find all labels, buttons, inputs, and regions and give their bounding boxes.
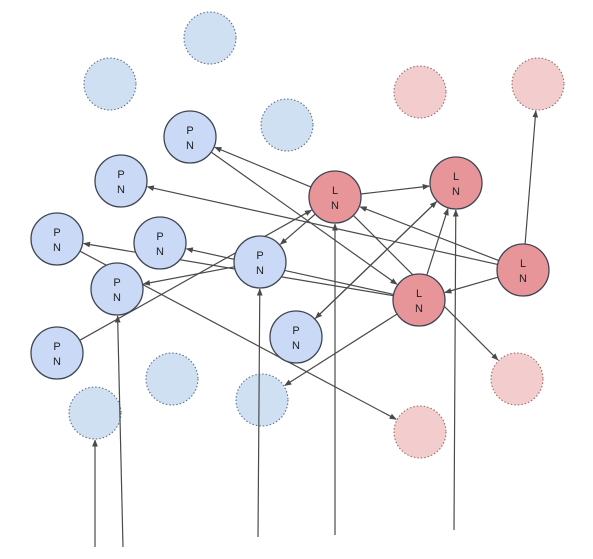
connection-arrow-21	[256, 288, 263, 538]
pn-node-4	[133, 216, 187, 270]
pn-node-7-label-1: P	[292, 325, 299, 337]
ln-node-4	[392, 273, 446, 327]
ghost-blue-node-3	[260, 98, 314, 152]
pn-node-1-label-1: P	[186, 125, 193, 137]
ghost-red-node-2	[511, 57, 565, 111]
pn-node-3-label-2: N	[53, 242, 61, 254]
pn-node-1	[163, 110, 217, 164]
pn-node-2	[94, 154, 148, 208]
connection-arrow-7	[146, 185, 498, 265]
pn-node-7	[269, 310, 323, 364]
pn-node-8-label-1: P	[53, 341, 60, 353]
pn-node-1-label-2: N	[186, 140, 194, 152]
pn-node-3	[30, 212, 84, 266]
pn-node-3-label-1: P	[53, 227, 60, 239]
pn-node-7-label-2: N	[292, 340, 300, 352]
ln-node-3-label-2: N	[519, 273, 527, 285]
ln-node-1	[308, 170, 362, 224]
pn-node-2-label-2: N	[117, 184, 125, 196]
pn-node-8	[30, 326, 84, 380]
ln-node-2-label-1: L	[453, 171, 459, 183]
ln-node-3-label-1: L	[520, 258, 526, 270]
connection-arrow-5	[210, 151, 398, 285]
connection-arrow-6	[359, 206, 500, 262]
pn-node-4-label-2: N	[156, 246, 164, 258]
ln-node-2	[429, 156, 483, 210]
ln-node-4-label-1: L	[416, 288, 422, 300]
connection-arrow-9	[444, 276, 499, 294]
connection-arrow-2	[360, 183, 430, 195]
pn-node-4-label-1: P	[156, 231, 163, 243]
edge-layer	[79, 110, 539, 548]
pn-node-6-label-2: N	[256, 265, 264, 277]
connection-arrow-8	[524, 110, 539, 245]
ln-node-2-label-2: N	[452, 186, 460, 198]
pn-node-5	[90, 262, 144, 316]
ghost-red-node-1	[393, 65, 447, 119]
pn-node-5-label-1: P	[113, 277, 120, 289]
connection-arrow-23	[452, 209, 459, 531]
connection-arrow-1	[214, 146, 312, 188]
connection-arrow-12	[426, 208, 449, 276]
connection-arrow-13	[284, 313, 398, 387]
ghost-red-node-3	[490, 352, 544, 406]
ln-node-3	[496, 243, 550, 297]
ghost-blue-node-6	[235, 373, 289, 427]
ln-node-1-label-1: L	[332, 185, 338, 197]
ghost-node-layer	[68, 11, 565, 459]
ghost-blue-node-2	[83, 57, 137, 111]
ln-node-4-label-2: N	[415, 303, 423, 315]
pn-node-8-label-2: N	[53, 356, 61, 368]
pn-node-2-label-1: P	[117, 169, 124, 181]
pn-node-6	[233, 235, 287, 289]
pn-node-6-label-1: P	[256, 250, 263, 262]
connection-arrow-20	[114, 315, 124, 548]
connection-arrow-17	[142, 266, 235, 286]
connection-arrow-15	[314, 200, 438, 319]
connection-arrow-11	[185, 247, 394, 295]
ghost-blue-node-1	[183, 11, 237, 65]
ghost-blue-node-5	[68, 386, 122, 440]
ghost-red-node-4	[393, 405, 447, 459]
pn-node-5-label-2: N	[113, 292, 121, 304]
ln-node-1-label-2: N	[331, 200, 339, 212]
connection-arrow-3	[279, 213, 316, 245]
ghost-blue-node-4	[145, 352, 199, 406]
